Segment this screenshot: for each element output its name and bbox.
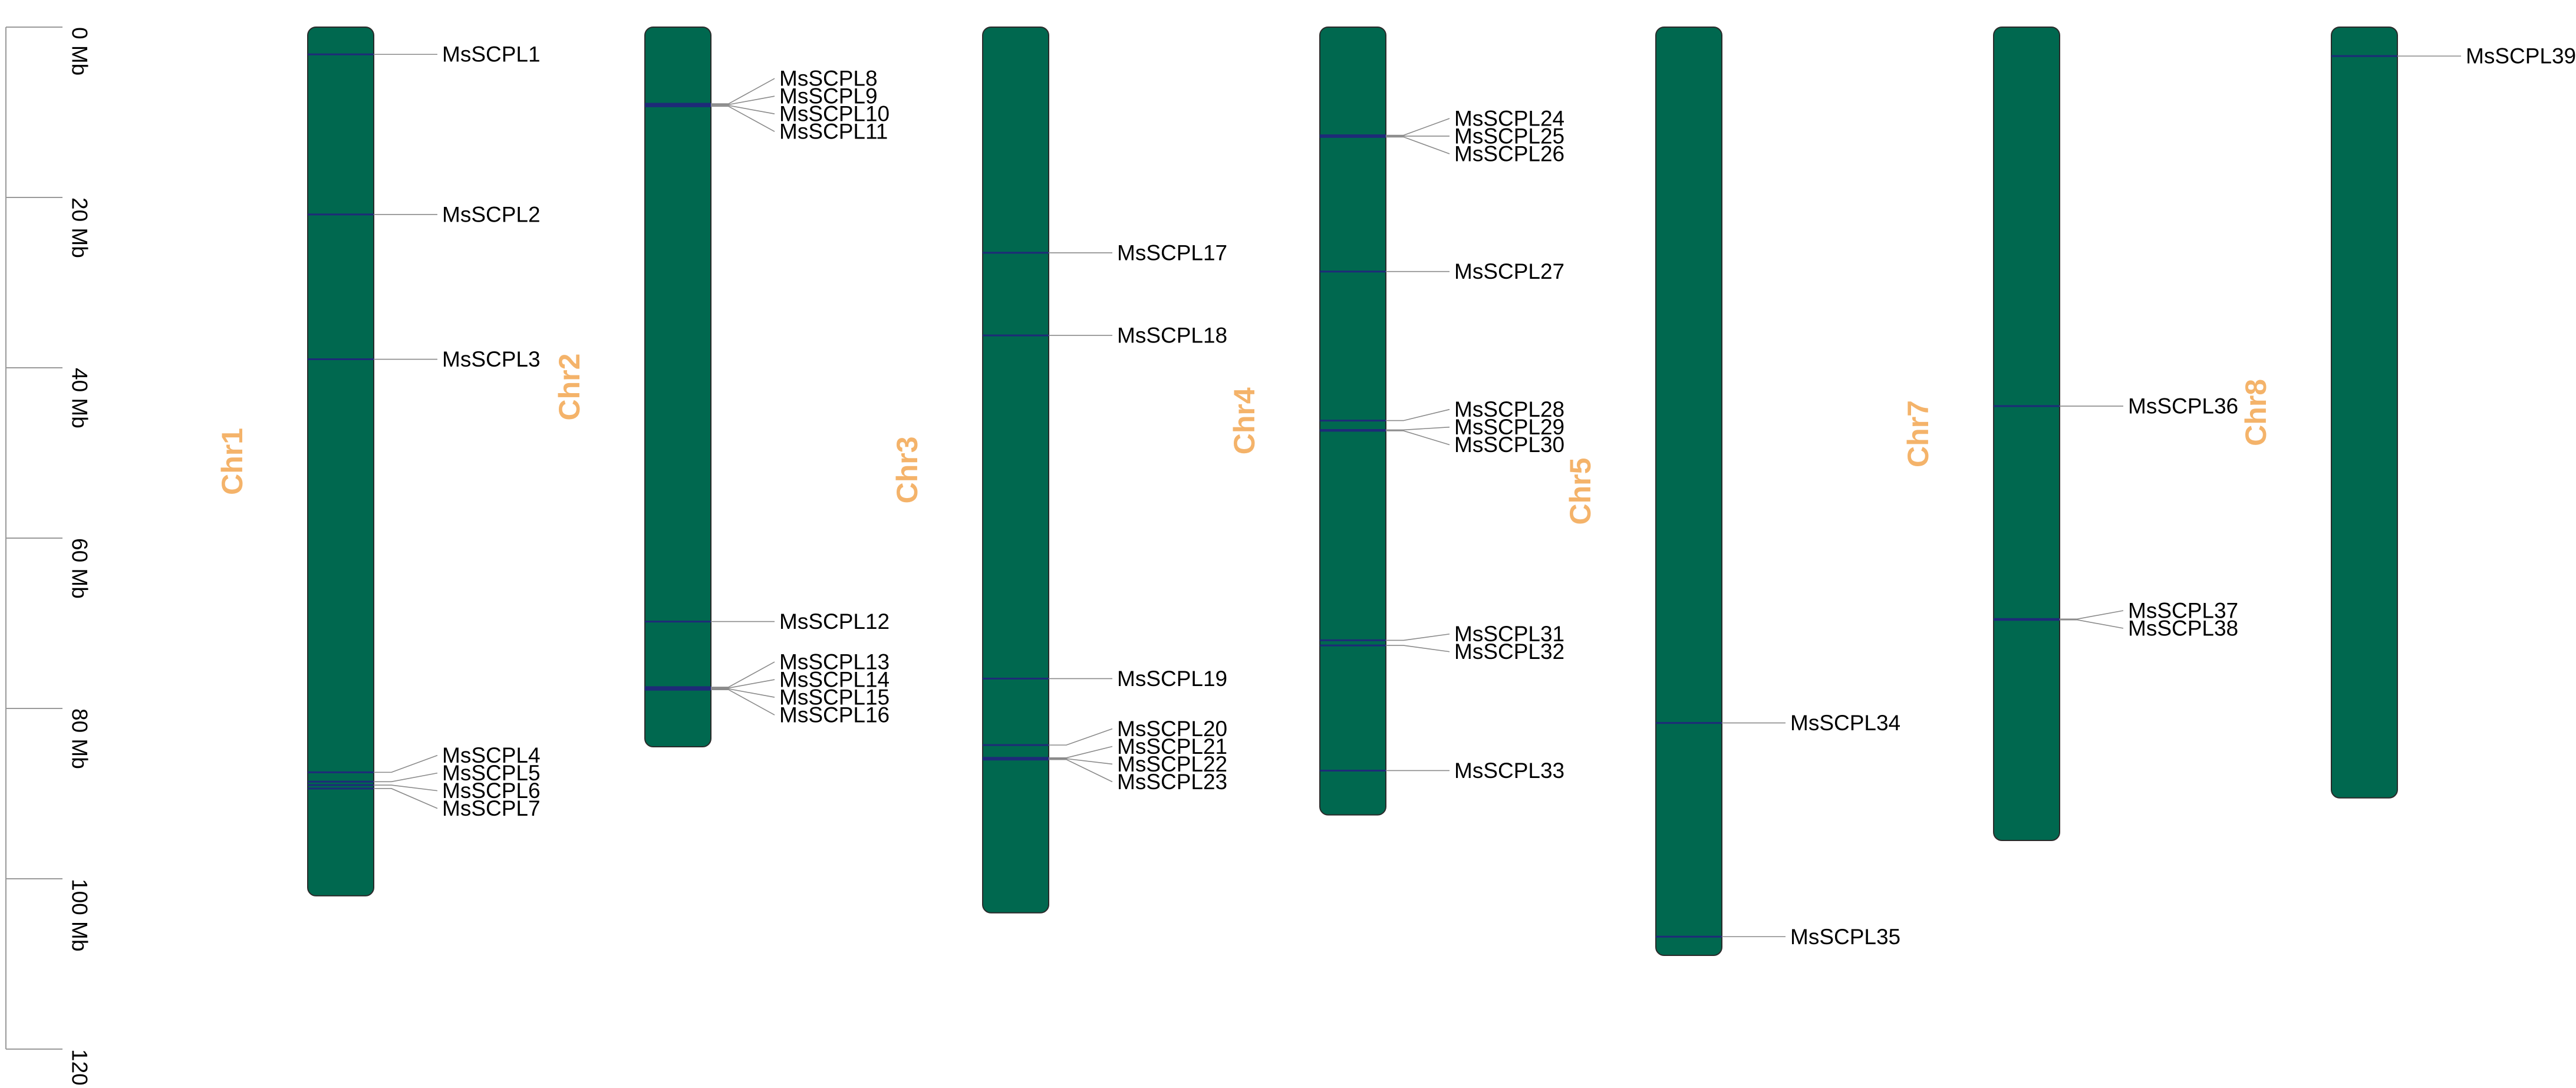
chromosome-label: Chr5	[1564, 458, 1597, 525]
chromosome-label: Chr2	[553, 354, 586, 421]
gene-label: MsSCPL31	[1454, 622, 1564, 646]
chromosome-label: Chr1	[216, 428, 249, 495]
chromosome-bar	[307, 27, 374, 896]
gene-label: MsSCPL5	[442, 761, 541, 785]
gene-leader-line	[374, 784, 438, 792]
gene-leader-line	[374, 754, 438, 773]
scale-axis-tick-label: 40 Mb	[68, 368, 92, 428]
chromosome-label: Chr3	[891, 436, 924, 503]
gene-label: MsSCPL26	[1454, 141, 1564, 166]
gene-leader-line	[1386, 408, 1450, 421]
gene-label: MsSCPL6	[442, 779, 541, 803]
gene-label: MsSCPL17	[1117, 240, 1227, 265]
gene-leader-line	[711, 689, 775, 716]
gene-label: MsSCPL39	[2466, 44, 2576, 68]
chromosome-label: Chr8	[2239, 379, 2272, 446]
gene-leader-line	[711, 679, 775, 689]
gene-label: MsSCPL35	[1790, 925, 1900, 949]
gene-label: MsSCPL22	[1117, 752, 1227, 776]
gene-label: MsSCPL21	[1117, 734, 1227, 759]
gene-label: MsSCPL11	[779, 120, 888, 144]
scale-axis-tick-label: 80 Mb	[68, 708, 92, 769]
gene-leader-line	[1049, 758, 1113, 765]
gene-label: MsSCPL13	[779, 650, 890, 674]
gene-label: MsSCPL32	[1454, 639, 1564, 664]
gene-leader-line	[374, 788, 438, 809]
gene-label: MsSCPL27	[1454, 259, 1564, 283]
gene-leader-line	[2060, 619, 2124, 629]
gene-label: MsSCPL30	[1454, 433, 1564, 457]
scale-axis-tick-label: 120 Mb	[68, 1049, 92, 1085]
gene-label: MsSCPL12	[779, 609, 890, 634]
gene-leader-line	[1386, 426, 1450, 431]
gene-label: MsSCPL10	[779, 102, 890, 126]
gene-label: MsSCPL16	[779, 703, 890, 727]
chromosome-label: Chr4	[1228, 387, 1261, 454]
gene-leader-line	[1049, 728, 1113, 746]
gene-label: MsSCPL18	[1117, 324, 1227, 348]
scale-axis-tick-label: 60 Mb	[68, 538, 92, 599]
gene-label: MsSCPL37	[2128, 598, 2238, 622]
gene-label: MsSCPL15	[779, 685, 890, 710]
gene-leader-line	[1386, 633, 1450, 641]
chromosome-bar	[982, 27, 1049, 914]
gene-label: MsSCPL23	[1117, 770, 1227, 794]
gene-label: MsSCPL4	[442, 743, 541, 767]
gene-label: MsSCPL28	[1454, 397, 1564, 421]
gene-label: MsSCPL19	[1117, 667, 1227, 691]
gene-leader-line	[711, 105, 775, 115]
gene-leader-line	[1386, 645, 1450, 652]
gene-label: MsSCPL36	[2128, 394, 2238, 418]
gene-leader-line	[711, 661, 775, 688]
chromosome-bar	[1655, 27, 1722, 957]
gene-leader-line	[1049, 759, 1113, 783]
chromosome-bar	[644, 27, 711, 748]
gene-leader-line	[374, 772, 438, 783]
gene-label: MsSCPL3	[442, 347, 541, 371]
gene-label: MsSCPL29	[1454, 415, 1564, 439]
scale-axis-tick-label: 20 Mb	[68, 197, 92, 258]
gene-leader-line	[1049, 746, 1113, 759]
gene-label: MsSCPL9	[779, 84, 878, 108]
gene-label: MsSCPL14	[779, 668, 890, 692]
gene-label: MsSCPL38	[2128, 616, 2238, 640]
gene-label: MsSCPL24	[1454, 106, 1564, 130]
gene-label: MsSCPL8	[779, 67, 878, 91]
gene-label: MsSCPL7	[442, 796, 541, 820]
chromosome-bar	[2331, 27, 2398, 799]
chromosome-bar	[1993, 27, 2060, 841]
gene-leader-line	[711, 78, 775, 104]
scale-axis-tick-label: 0 Mb	[68, 27, 92, 75]
gene-leader-line	[1386, 118, 1450, 136]
gene-label: MsSCPL33	[1454, 759, 1564, 783]
gene-leader-line	[1386, 136, 1450, 154]
gene-label: MsSCPL25	[1454, 124, 1564, 148]
gene-label: MsSCPL2	[442, 202, 541, 226]
gene-leader-line	[711, 95, 775, 105]
gene-label: MsSCPL34	[1790, 711, 1900, 735]
gene-leader-line	[2060, 610, 2124, 620]
scale-axis-tick-label: 100 Mb	[68, 879, 92, 951]
gene-leader-line	[1386, 430, 1450, 446]
gene-leader-line	[711, 688, 775, 698]
gene-leader-line	[711, 105, 775, 132]
gene-label: MsSCPL1	[442, 42, 541, 67]
gene-label: MsSCPL20	[1117, 717, 1227, 741]
chromosome-label: Chr7	[1902, 400, 1935, 467]
